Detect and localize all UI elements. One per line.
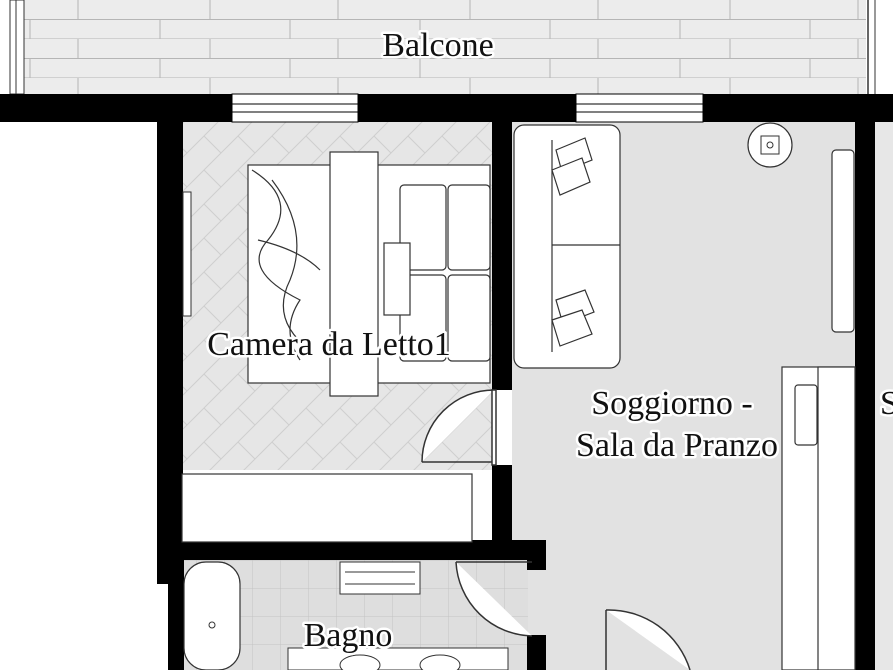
room-label-bagno: Bagno	[304, 617, 393, 654]
window-right	[575, 93, 704, 123]
balcone-area	[9, 0, 893, 95]
room-label-camera: Camera da Letto1	[207, 326, 451, 363]
bedside-shelf	[182, 191, 192, 317]
door-bagno	[455, 561, 533, 637]
bed	[247, 151, 491, 397]
wardrobe	[181, 473, 473, 543]
window-left	[231, 93, 359, 123]
sideboard	[831, 149, 855, 333]
bathroom-sinks	[287, 647, 509, 670]
room-label-partial: S	[880, 385, 893, 422]
sofa	[513, 124, 621, 369]
dining-table	[781, 366, 856, 670]
room-label-soggiorno-line2: Sala da Pranzo	[576, 427, 778, 464]
bathtub	[183, 561, 241, 670]
room-label-soggiorno-line1: Soggiorno -	[591, 385, 753, 422]
speaker	[747, 122, 793, 168]
door-soggiorno	[605, 609, 691, 670]
walls	[0, 94, 893, 670]
room-label-balcone: Balcone	[382, 27, 493, 64]
towel-rack	[339, 561, 421, 595]
door-camera	[421, 389, 497, 466]
